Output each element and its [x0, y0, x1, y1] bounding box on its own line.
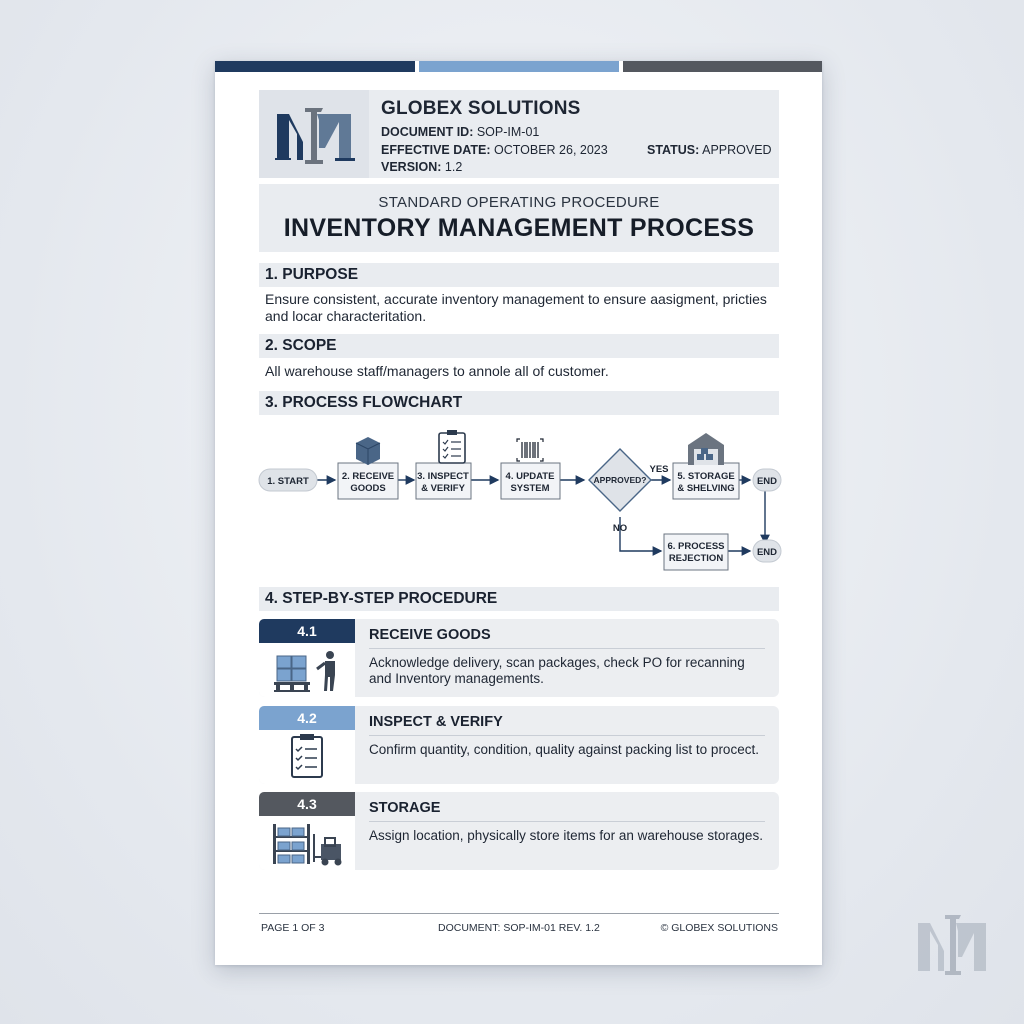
flow-receive: 2. RECEIVE GOODS: [337, 437, 399, 500]
version: VERSION: 1.2: [381, 160, 463, 174]
section-heading-purpose: 1. PURPOSE: [259, 263, 779, 287]
flow-storage-line2: & SHELVING: [677, 483, 734, 494]
status: STATUS: APPROVED: [647, 143, 772, 157]
flow-update-line2: SYSTEM: [510, 483, 549, 494]
accent-bar-blue: [419, 61, 619, 72]
flow-no-label: NO: [613, 523, 627, 534]
section-heading-flowchart: 3. PROCESS FLOWCHART: [259, 391, 779, 415]
document-page: GLOBEX SOLUTIONS DOCUMENT ID: SOP-IM-01 …: [215, 61, 822, 965]
flow-storage-line1: 5. STORAGE: [677, 471, 734, 482]
document-header: GLOBEX SOLUTIONS DOCUMENT ID: SOP-IM-01 …: [259, 90, 779, 178]
flow-receive-line1: 2. RECEIVE: [342, 471, 394, 482]
barcode-icon: [516, 438, 544, 462]
monogram-logo-icon: [275, 108, 355, 164]
footer-copyright: © GLOBEX SOLUTIONS: [660, 922, 778, 934]
step-divider: [369, 821, 765, 822]
flow-inspect-line2: & VERIFY: [421, 483, 465, 494]
flow-rejection-line2: REJECTION: [669, 553, 724, 564]
accent-bar-gray: [623, 61, 822, 72]
box-icon: [355, 437, 381, 465]
step-icon-cell: [259, 816, 355, 870]
step-number-badge: 4.2: [259, 706, 355, 730]
step-number-badge: 4.1: [259, 619, 355, 643]
footer-divider: [259, 913, 779, 914]
step-description: Assign location, physically store items …: [369, 828, 763, 843]
purpose-text: Ensure consistent, accurate inventory ma…: [265, 291, 767, 324]
flow-update: 4. UPDATE SYSTEM: [500, 438, 561, 500]
flow-decision: APPROVED? YES NO: [588, 448, 669, 534]
step-description: Acknowledge delivery, scan packages, che…: [369, 655, 745, 686]
step-icon-cell: [259, 643, 355, 697]
step-number-badge: 4.3: [259, 792, 355, 816]
flow-inspect-line1: 3. INSPECT: [417, 471, 469, 482]
flow-storage: 5. STORAGE & SHELVING: [672, 433, 740, 500]
title-block: STANDARD OPERATING PROCEDURE INVENTORY M…: [259, 184, 779, 252]
flow-receive-line2: GOODS: [350, 483, 385, 494]
step-title: STORAGE: [369, 800, 441, 816]
procedure-step-inspect: 4.2 INSPECT & VERIFY Confirm quantity, c…: [259, 706, 779, 784]
page-number: PAGE 1 OF 3: [261, 922, 325, 934]
flow-yes-label: YES: [649, 464, 668, 475]
flow-start-label: 1. START: [267, 476, 309, 487]
flow-end-bottom-label: END: [757, 547, 777, 558]
shelving-forklift-icon: [273, 824, 342, 866]
company-name: GLOBEX SOLUTIONS: [381, 98, 581, 119]
document-subtitle: STANDARD OPERATING PROCEDURE: [378, 194, 660, 211]
step-divider: [369, 648, 765, 649]
flow-end-bottom: END: [752, 539, 782, 563]
flow-end-top: END: [752, 468, 782, 492]
step-description: Confirm quantity, condition, quality aga…: [369, 742, 759, 757]
step-title: RECEIVE GOODS: [369, 627, 491, 643]
flow-update-line1: 4. UPDATE: [506, 471, 555, 482]
warehouse-icon: [688, 433, 724, 465]
pallet-worker-icon: [274, 651, 335, 692]
document-id: DOCUMENT ID: SOP-IM-01: [381, 125, 540, 139]
clipboard-checklist-icon: [291, 734, 323, 778]
accent-bar-navy: [215, 61, 415, 72]
flow-end-top-label: END: [757, 476, 777, 487]
section-heading-scope: 2. SCOPE: [259, 334, 779, 358]
flow-rejection-line1: 6. PROCESS: [667, 541, 724, 552]
step-divider: [369, 735, 765, 736]
watermark-logo-icon: [918, 915, 986, 975]
flow-inspect: 3. INSPECT & VERIFY: [415, 430, 472, 500]
flow-rejection: 6. PROCESS REJECTION: [663, 533, 729, 571]
effective-date: EFFECTIVE DATE: OCTOBER 26, 2023: [381, 143, 608, 157]
company-logo: [259, 90, 369, 178]
scope-text: All warehouse staff/managers to annole a…: [265, 363, 609, 379]
clipboard-icon: [438, 430, 466, 464]
procedure-step-storage: 4.3 STORAGE Assign: [259, 792, 779, 870]
step-icon-cell: [259, 730, 355, 784]
flow-start: 1. START: [258, 468, 318, 492]
footer-document-ref: DOCUMENT: SOP-IM-01 REV. 1.2: [438, 922, 600, 934]
flow-decision-label: APPROVED?: [594, 475, 647, 485]
procedure-step-receive: 4.1 RECEIVE GOODS Acknowledge delivery, …: [259, 619, 779, 697]
document-title: INVENTORY MANAGEMENT PROCESS: [283, 214, 755, 242]
section-heading-procedure: 4. STEP-BY-STEP PROCEDURE: [259, 587, 779, 611]
step-title: INSPECT & VERIFY: [369, 714, 503, 730]
